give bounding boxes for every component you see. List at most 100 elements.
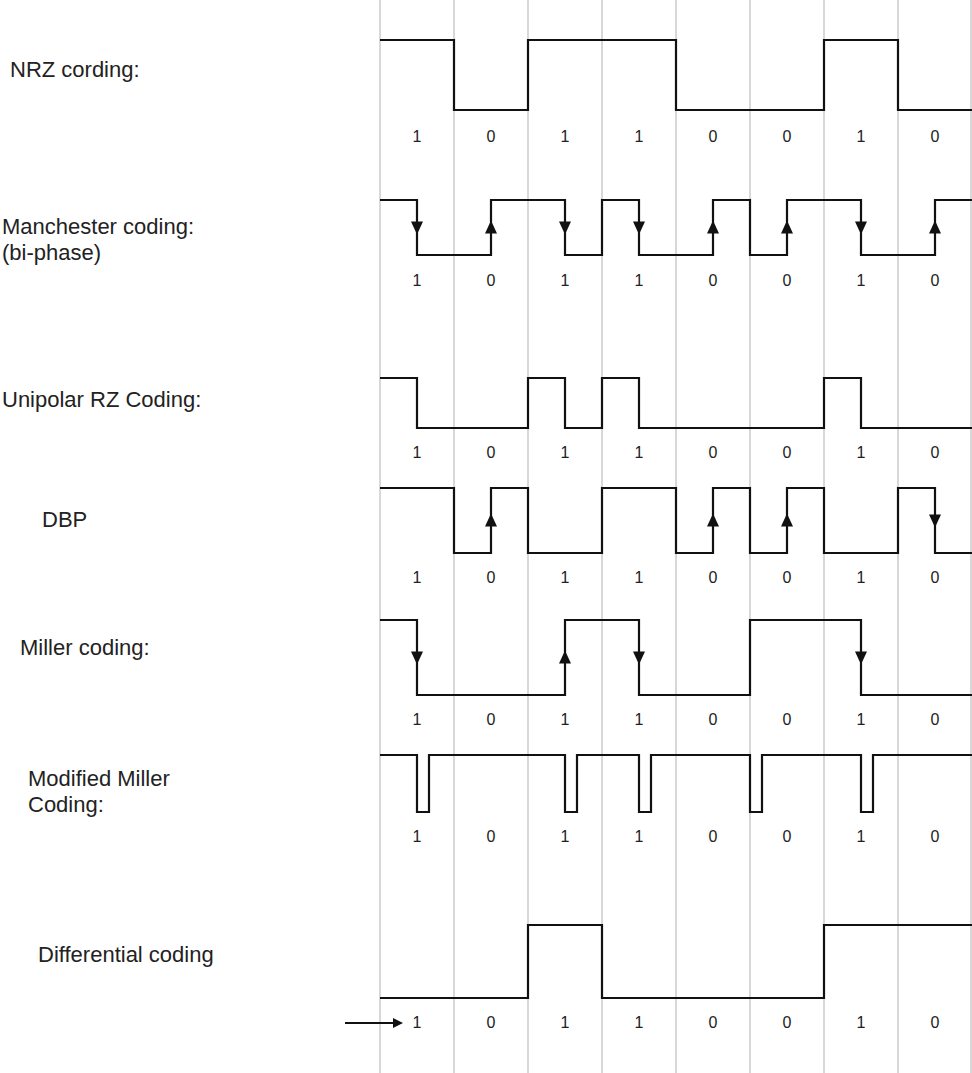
- coding-name: Miller coding:: [20, 635, 150, 661]
- waveform: [380, 200, 972, 255]
- grid-line: [971, 0, 972, 1073]
- waveform-row: [380, 378, 972, 428]
- coding-name: Differential coding: [38, 942, 214, 968]
- bit-value: 1: [413, 444, 422, 462]
- transition-arrow: [855, 222, 867, 235]
- bit-value: 1: [561, 128, 570, 146]
- waveform-row: [380, 925, 972, 998]
- bit-value: 0: [709, 1014, 718, 1032]
- bit-value: 1: [413, 128, 422, 146]
- transition-arrow: [411, 652, 423, 665]
- waveform: [380, 40, 972, 110]
- transition-arrow: [929, 515, 941, 528]
- bit-value: 0: [709, 828, 718, 846]
- transition-arrow: [411, 222, 423, 235]
- transition-arrow: [559, 651, 571, 664]
- transition-arrow: [633, 222, 645, 235]
- transition-arrow: [485, 514, 497, 527]
- waveform-row: [380, 40, 972, 110]
- bit-value: 0: [931, 272, 940, 290]
- waveform: [380, 755, 972, 812]
- bit-value: 0: [783, 444, 792, 462]
- bit-value: 1: [635, 569, 644, 587]
- coding-name: Modified Miller Coding:: [28, 766, 203, 818]
- bit-value: 1: [857, 1014, 866, 1032]
- bit-value: 0: [487, 444, 496, 462]
- coding-name: NRZ cording:: [10, 57, 140, 83]
- bit-value: 1: [857, 828, 866, 846]
- transition-arrow: [633, 652, 645, 665]
- transition-arrow: [781, 514, 793, 527]
- transition-arrow: [707, 514, 719, 527]
- bit-value: 0: [487, 1014, 496, 1032]
- bit-value: 1: [413, 272, 422, 290]
- start-arrow: [345, 1018, 403, 1028]
- bit-value: 1: [413, 1014, 422, 1032]
- bit-value: 0: [783, 272, 792, 290]
- transition-arrow: [781, 221, 793, 234]
- bit-value: 1: [857, 711, 866, 729]
- bit-value: 0: [487, 569, 496, 587]
- bit-value: 1: [635, 128, 644, 146]
- bit-value: 0: [783, 1014, 792, 1032]
- bit-value: 0: [783, 569, 792, 587]
- grid-line: [380, 0, 381, 1073]
- bit-value: 1: [413, 711, 422, 729]
- transition-arrow: [485, 221, 497, 234]
- bit-value: 1: [561, 711, 570, 729]
- waveform: [380, 925, 972, 998]
- waveform-row: [380, 488, 972, 553]
- bit-value: 1: [561, 1014, 570, 1032]
- bit-value: 1: [635, 828, 644, 846]
- bit-value: 0: [709, 128, 718, 146]
- start-arrow-shaft: [345, 1022, 395, 1024]
- transition-arrow: [559, 222, 571, 235]
- transition-arrow: [855, 652, 867, 665]
- bit-value: 0: [783, 828, 792, 846]
- bit-value: 0: [487, 272, 496, 290]
- bit-value: 0: [487, 711, 496, 729]
- waveform-row: [380, 620, 972, 695]
- bit-value: 0: [931, 828, 940, 846]
- bit-value: 0: [931, 711, 940, 729]
- bit-value: 1: [561, 828, 570, 846]
- bit-value: 0: [709, 711, 718, 729]
- bit-value: 1: [857, 128, 866, 146]
- waveform: [380, 378, 972, 428]
- bit-value: 1: [857, 569, 866, 587]
- bit-value: 1: [857, 444, 866, 462]
- coding-name: Manchester coding: (bi-phase): [2, 214, 207, 266]
- transition-arrow: [707, 221, 719, 234]
- bit-value: 0: [709, 569, 718, 587]
- bit-value: 0: [783, 711, 792, 729]
- bit-value: 0: [783, 128, 792, 146]
- waveform-row: [380, 200, 972, 255]
- bit-value: 0: [931, 569, 940, 587]
- bit-value: 0: [709, 272, 718, 290]
- bit-value: 1: [561, 444, 570, 462]
- start-arrow-head: [393, 1018, 403, 1028]
- waveform-row: [380, 755, 972, 812]
- bit-grid: [380, 0, 971, 1073]
- bit-value: 1: [857, 272, 866, 290]
- transition-arrow: [929, 221, 941, 234]
- bit-value: 0: [487, 828, 496, 846]
- bit-value: 1: [635, 1014, 644, 1032]
- bit-value: 0: [931, 1014, 940, 1032]
- coding-name: DBP: [42, 507, 87, 533]
- bit-value: 0: [931, 128, 940, 146]
- bit-value: 1: [413, 569, 422, 587]
- waveform: [380, 488, 972, 553]
- bit-value: 0: [709, 444, 718, 462]
- bit-value: 1: [635, 272, 644, 290]
- bit-value: 1: [561, 569, 570, 587]
- bit-value: 1: [561, 272, 570, 290]
- bit-value: 0: [931, 444, 940, 462]
- coding-name: Unipolar RZ Coding:: [2, 387, 201, 413]
- waveform: [380, 620, 972, 695]
- bit-value: 0: [487, 128, 496, 146]
- bit-value: 1: [413, 828, 422, 846]
- bit-value: 1: [635, 444, 644, 462]
